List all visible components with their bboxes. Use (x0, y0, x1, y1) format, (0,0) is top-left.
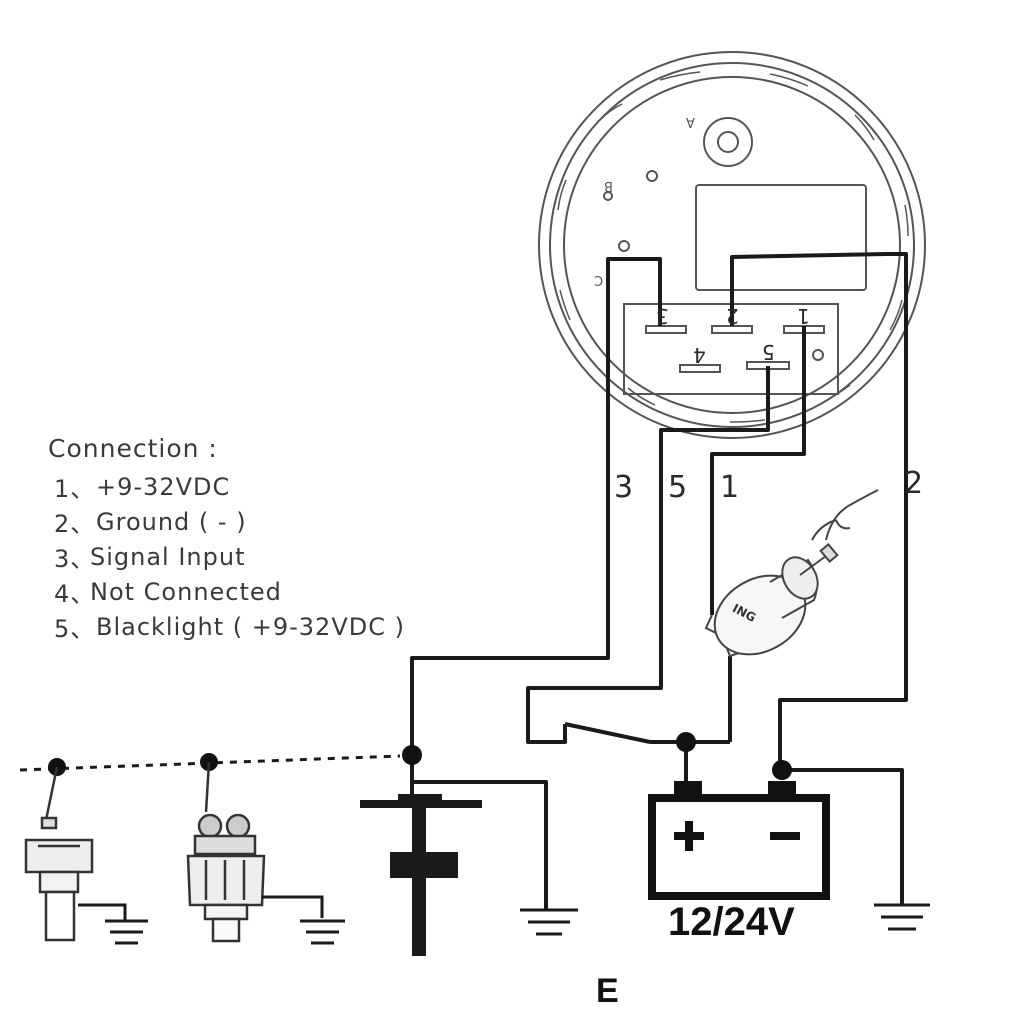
legend-item-number: 1、 (54, 475, 96, 503)
legend-item: 5、 Blacklight ( +9-32VDC ) (46, 609, 405, 644)
ground-symbol (105, 919, 148, 945)
ground-symbol (520, 908, 578, 936)
battery-icon (648, 781, 830, 900)
wire-label-5: 5 (668, 470, 688, 505)
gauge-letter-b: B (604, 178, 613, 193)
gauge-letter-c: C (594, 272, 604, 287)
legend-item: 2、 Ground ( - ) (46, 504, 405, 539)
ignition-switch-icon (704, 489, 879, 658)
legend-item-number: 4、 (54, 580, 96, 608)
legend-item: 1、 +9-32VDC (46, 469, 405, 504)
wire-label-1: 1 (720, 470, 740, 505)
wire-3-signal (410, 257, 662, 752)
junction-dots (48, 732, 792, 780)
wire-2-ground (730, 252, 908, 770)
wire-label-3: 3 (614, 470, 634, 505)
wire-5-backlight (526, 366, 770, 744)
legend-item-text: Not Connected (90, 577, 282, 606)
legend-item: 4、 Not Connected (46, 574, 405, 609)
pin-label-5: 5 (762, 340, 775, 364)
switch-blade (564, 722, 651, 744)
legend-item-text: Signal Input (90, 542, 246, 571)
oil-pressure-sender-icon (186, 761, 324, 943)
gauge-back (538, 51, 926, 439)
connection-legend: Connection : 1、 +9-32VDC 2、 Ground ( - )… (46, 434, 405, 644)
ground-symbol (874, 903, 930, 931)
legend-item-number: 3、 (54, 545, 96, 573)
legend-item-text: Blacklight ( +9-32VDC ) (96, 612, 405, 641)
ground-symbol (300, 919, 345, 945)
battery-voltage: 12/24V (668, 900, 795, 944)
legend-item-text: Ground ( - ) (96, 507, 247, 536)
legend-item-text: +9-32VDC (96, 472, 231, 501)
legend-item-number: 2、 (54, 510, 96, 538)
pin-label-3: 3 (656, 304, 669, 328)
wires (410, 252, 908, 910)
fuel-level-sender-icon (360, 794, 482, 956)
legend-item-number: 5、 (54, 615, 96, 643)
legend-item: 3、 Signal Input (46, 539, 405, 574)
ground-label: E (596, 972, 619, 1010)
temperature-sender-icon (24, 766, 127, 942)
wire-1-supply (710, 326, 806, 615)
pin-terminals (645, 325, 825, 373)
gauge-letter-a: A (686, 114, 695, 129)
wire-label-2: 2 (904, 466, 924, 501)
legend-title: Connection : (48, 434, 218, 463)
pin-label-1: 1 (797, 304, 810, 328)
pin-label-2: 2 (726, 304, 739, 328)
pin-label-4: 4 (693, 343, 706, 367)
